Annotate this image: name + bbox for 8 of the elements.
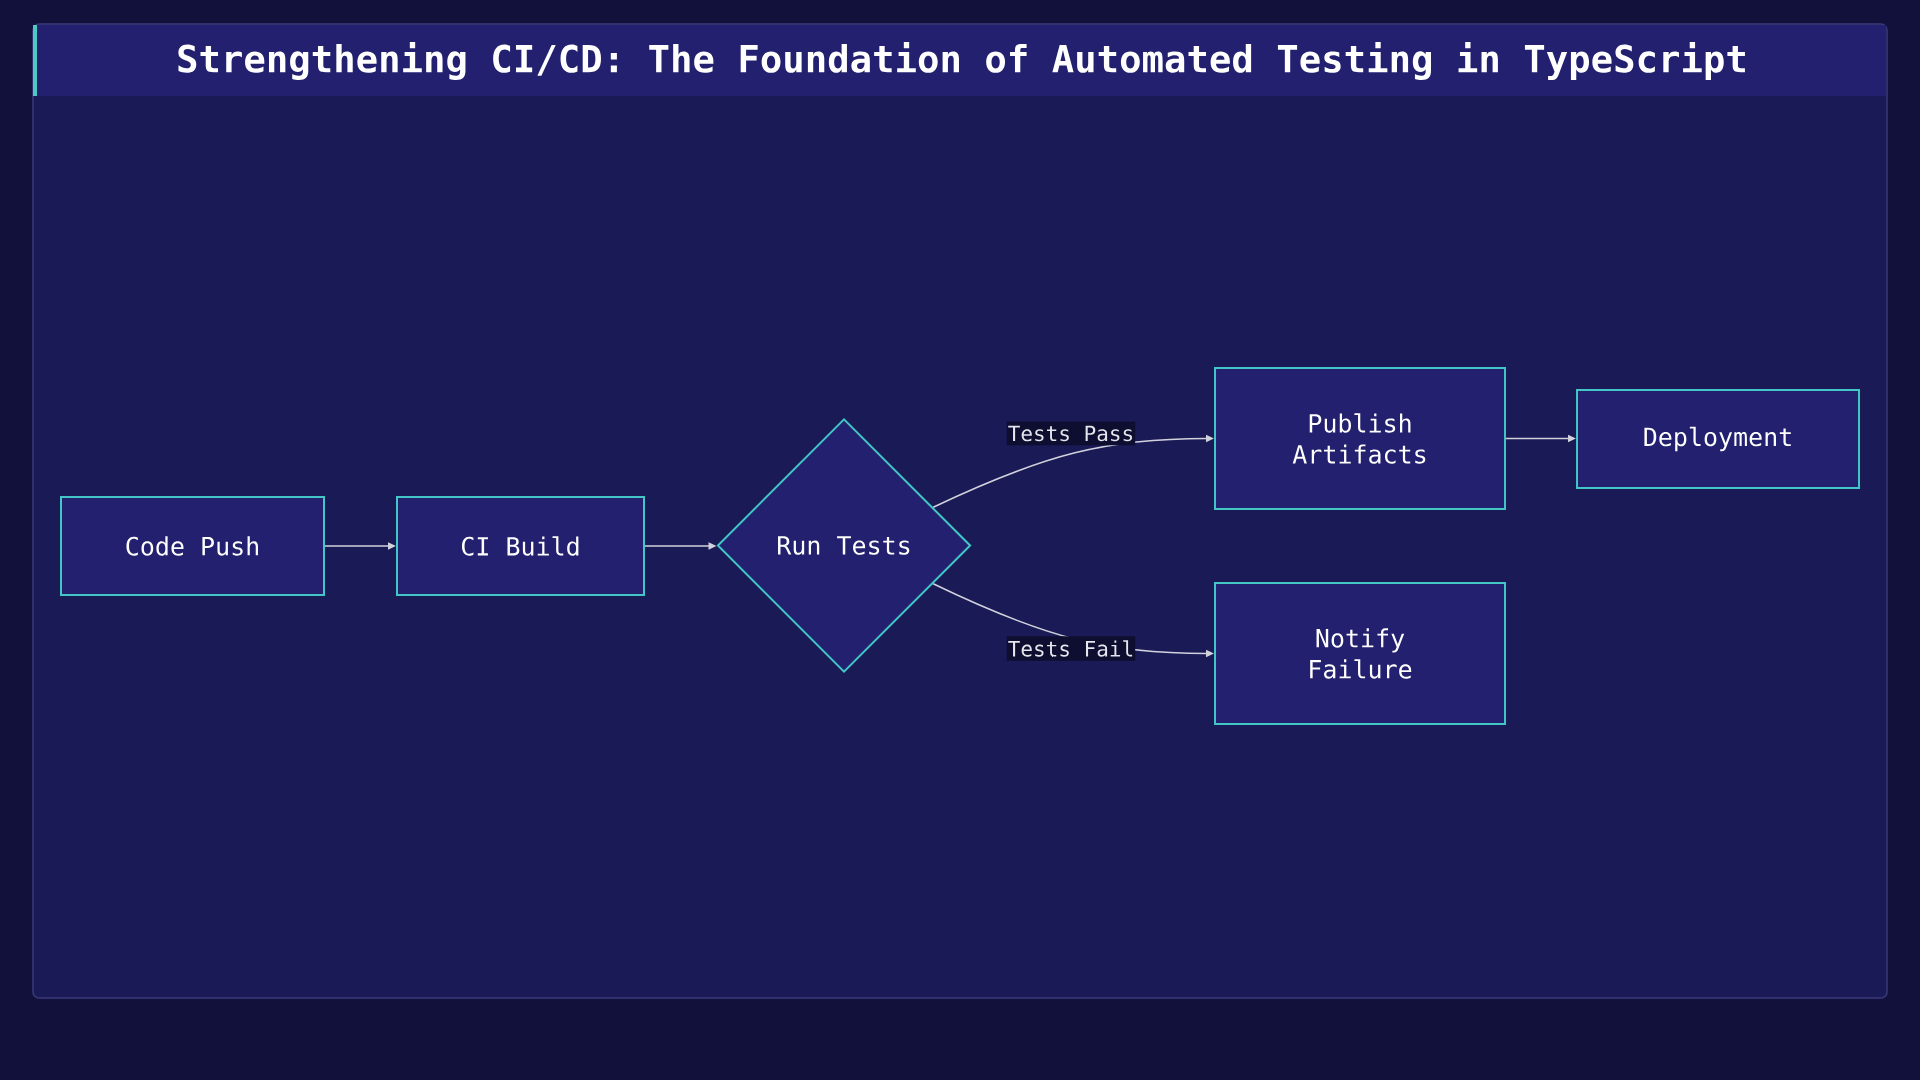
process-box: Deployment xyxy=(1576,389,1860,489)
edge-label: Tests Fail xyxy=(1006,636,1136,661)
process-box: Notify Failure xyxy=(1214,582,1506,725)
process-box: Publish Artifacts xyxy=(1214,367,1506,510)
edge-label: Tests Pass xyxy=(1006,421,1136,446)
process-box: CI Build xyxy=(396,496,645,596)
process-box: Code Push xyxy=(60,496,325,596)
title-bar: Strengthening CI/CD: The Foundation of Automated Testing in TypeScript xyxy=(33,25,1886,96)
